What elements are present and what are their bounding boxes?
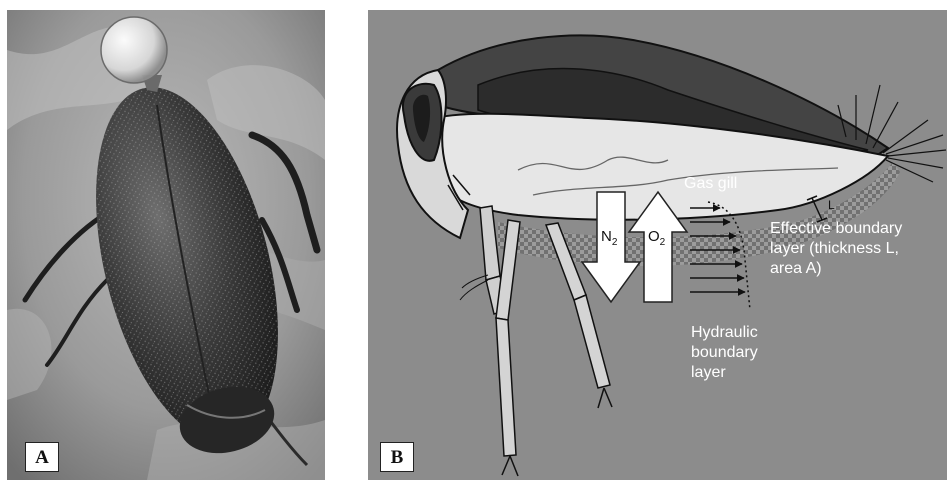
water-flow-arrows (690, 208, 745, 292)
panel-b-diagram: Gas gill L Effective boundary layer (thi… (368, 10, 947, 480)
thickness-marker-label: L (828, 196, 835, 214)
hydraulic-boundary-label-line3: layer (691, 364, 726, 382)
effective-boundary-label-line1: Effective boundary (770, 220, 902, 238)
insect-leg-hairs (460, 275, 488, 300)
effective-boundary-label-line2: layer (thickness L, (770, 240, 899, 258)
insect-front-leg (480, 206, 500, 280)
diving-beetle-photo (7, 10, 325, 480)
panel-b-letter: B (380, 442, 414, 472)
hydraulic-boundary-label-line1: Hydraulic (691, 324, 758, 342)
insect-hind-leg (574, 295, 610, 388)
leg-claw (598, 388, 612, 408)
panel-a-letter: A (25, 442, 59, 472)
leg-claw (502, 456, 518, 476)
panel-a-photo: A (7, 10, 325, 480)
effective-boundary-label-line3: area A) (770, 260, 822, 278)
gas-gill-label: Gas gill (684, 175, 737, 193)
hydraulic-boundary-label-line2: boundary (691, 344, 758, 362)
o2-arrow-label: O2 (648, 228, 665, 252)
insect-middle-leg (496, 318, 516, 456)
n2-arrow-label: N2 (601, 228, 617, 252)
